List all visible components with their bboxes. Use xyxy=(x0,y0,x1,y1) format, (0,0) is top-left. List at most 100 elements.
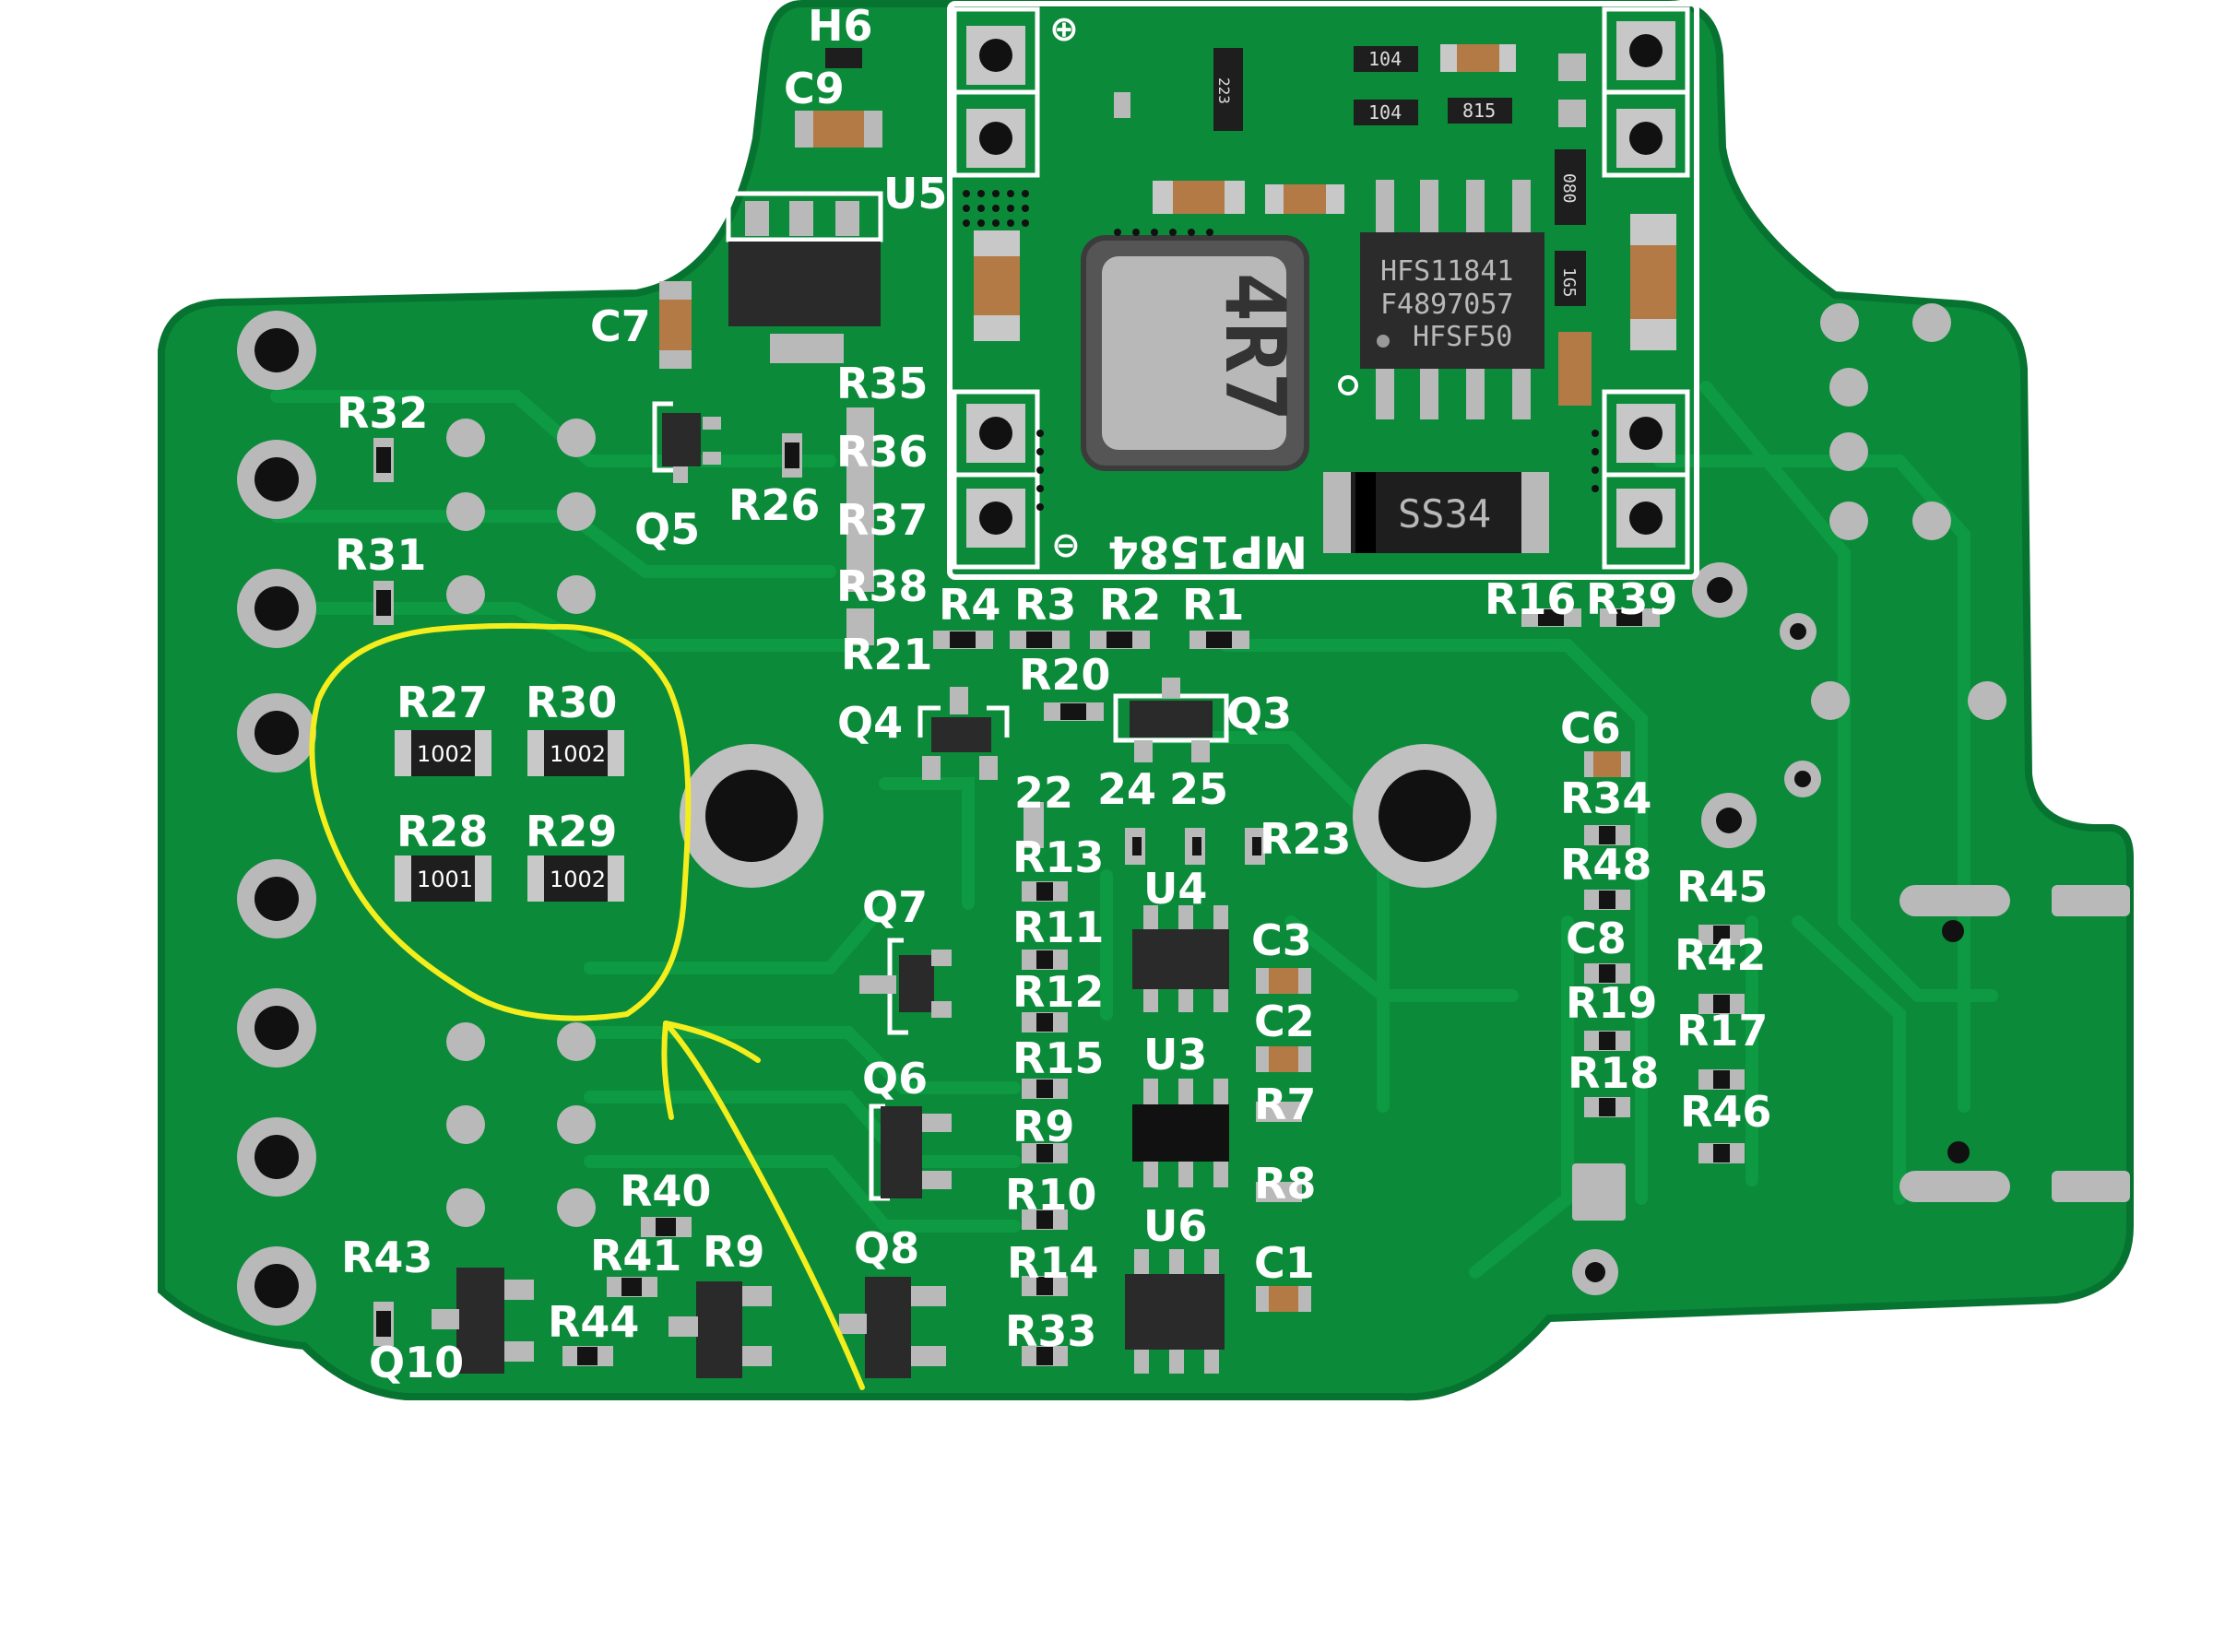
test-pads xyxy=(446,303,2006,1227)
label-c9: C9 xyxy=(784,64,845,113)
diode-marking: SS34 xyxy=(1398,491,1491,537)
module-via-grid xyxy=(963,190,1599,511)
label-r39: R39 xyxy=(1586,574,1677,624)
label-r15: R15 xyxy=(1012,1033,1104,1083)
label-q5: Q5 xyxy=(634,504,700,554)
label-r32: R32 xyxy=(337,388,428,438)
label-r17: R17 xyxy=(1676,1006,1768,1056)
label-25: 25 xyxy=(1169,764,1228,814)
label-c2: C2 xyxy=(1254,997,1315,1046)
module-small-parts xyxy=(974,44,1676,406)
label-r3: R3 xyxy=(1014,580,1076,630)
label-r45: R45 xyxy=(1676,862,1768,912)
marking-104-a: 104 xyxy=(1368,48,1402,70)
label-r12: R12 xyxy=(1012,967,1104,1017)
module-part-name: MP1584 xyxy=(1107,525,1308,577)
label-r31: R31 xyxy=(335,530,426,580)
label-24: 24 xyxy=(1097,764,1156,814)
smd-capacitors xyxy=(659,48,1630,1312)
label-r43: R43 xyxy=(341,1233,432,1282)
label-q10: Q10 xyxy=(369,1338,464,1387)
label-c8: C8 xyxy=(1566,914,1627,963)
r28-value: 1001 xyxy=(417,867,473,892)
r30-label: R30 xyxy=(526,678,617,727)
label-q4: Q4 xyxy=(837,698,903,748)
marking-1g5: 1G5 xyxy=(1559,267,1579,298)
label-r11: R11 xyxy=(1012,903,1104,952)
label-r37: R37 xyxy=(836,495,928,545)
silkscreen-labels: H6 C9 U5 C7 R32 R31 Q5 R26 R35 R36 R37 R… xyxy=(335,1,1771,1387)
ic-marking-line2: F4897057 xyxy=(1380,289,1514,321)
label-q3: Q3 xyxy=(1226,689,1292,738)
label-r33: R33 xyxy=(1005,1306,1096,1356)
label-r34: R34 xyxy=(1560,773,1651,823)
r29-value: 1002 xyxy=(550,867,606,892)
annotation-circle xyxy=(309,622,692,1021)
r27-label: R27 xyxy=(396,678,488,727)
annotation-arrow-head xyxy=(661,1021,761,1120)
mounting-holes xyxy=(680,744,1497,888)
label-q8: Q8 xyxy=(854,1223,919,1273)
label-r1: R1 xyxy=(1182,580,1244,630)
label-r36: R36 xyxy=(836,427,928,477)
yellow-annotation xyxy=(309,622,865,1390)
label-r7: R7 xyxy=(1254,1080,1316,1129)
label-u4: U4 xyxy=(1143,864,1207,914)
label-r44: R44 xyxy=(548,1297,639,1347)
label-r2: R2 xyxy=(1099,580,1161,630)
vias xyxy=(1572,562,1970,1295)
label-r14: R14 xyxy=(1007,1238,1098,1288)
r30-value: 1002 xyxy=(550,741,606,767)
marking-104-b: 104 xyxy=(1368,101,1402,124)
minus-symbol: ⊖ xyxy=(1051,525,1081,565)
q5-transistor xyxy=(652,401,721,483)
edge-pads xyxy=(1572,885,2130,1221)
r27-value: 1002 xyxy=(417,741,473,767)
label-r38: R38 xyxy=(836,561,928,611)
label-r9: R9 xyxy=(1012,1102,1074,1151)
highlighted-resistor-group: 1002 1002 1001 1002 R27 R30 R28 R29 xyxy=(395,678,624,902)
label-r21: R21 xyxy=(841,630,932,679)
label-r40: R40 xyxy=(620,1166,711,1216)
transistors xyxy=(432,678,1229,1378)
annotation-arrow xyxy=(663,1021,865,1390)
label-q6: Q6 xyxy=(862,1054,928,1103)
label-22: 22 xyxy=(1014,768,1073,818)
label-r48: R48 xyxy=(1560,840,1651,890)
label-r19: R19 xyxy=(1566,978,1657,1028)
label-r41: R41 xyxy=(590,1231,681,1280)
inductor-marking: 4R7 xyxy=(1206,272,1303,422)
u5-regulator xyxy=(726,191,883,363)
ic-marking-line1: HFS11841 xyxy=(1380,255,1514,288)
label-r8: R8 xyxy=(1254,1159,1316,1209)
label-c1: C1 xyxy=(1254,1238,1315,1288)
label-r16: R16 xyxy=(1485,574,1576,624)
label-q7: Q7 xyxy=(862,882,928,932)
label-r35: R35 xyxy=(836,359,928,408)
header-pins xyxy=(237,311,316,1326)
label-r9-bottom: R9 xyxy=(703,1227,764,1277)
marking-815: 815 xyxy=(1462,100,1496,122)
label-u3: U3 xyxy=(1143,1030,1207,1080)
marking-080: 080 xyxy=(1559,173,1579,204)
label-c7: C7 xyxy=(590,301,651,351)
ic-marking-line3: HFSF50 xyxy=(1413,321,1512,353)
label-r23: R23 xyxy=(1260,814,1351,864)
label-r10: R10 xyxy=(1005,1170,1096,1220)
label-r13: R13 xyxy=(1012,832,1104,882)
label-r26: R26 xyxy=(728,480,820,530)
ics xyxy=(1125,905,1229,1374)
label-r46: R46 xyxy=(1680,1087,1771,1137)
r28-label: R28 xyxy=(396,807,488,856)
mp1584-module: 4R7 HFS11841 F4897057 HFSF50 SS34 xyxy=(947,1,1699,580)
label-r18: R18 xyxy=(1568,1048,1659,1098)
label-h6: H6 xyxy=(808,1,873,51)
label-c3: C3 xyxy=(1251,915,1312,965)
smd-resistors xyxy=(373,407,1745,1366)
label-u5: U5 xyxy=(883,169,947,218)
label-r4: R4 xyxy=(939,580,1000,630)
label-u6: U6 xyxy=(1143,1201,1207,1251)
plus-symbol: ⊕ xyxy=(1049,8,1079,49)
marking-223: 223 xyxy=(1215,77,1233,104)
